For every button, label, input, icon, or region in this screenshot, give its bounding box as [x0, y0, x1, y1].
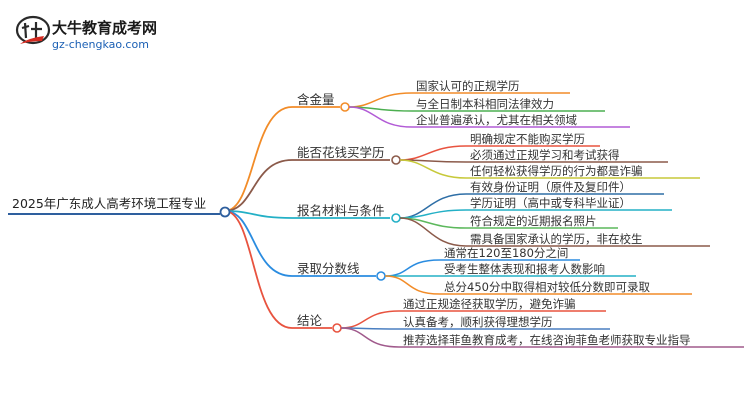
- leaf-connector: [399, 145, 467, 161]
- leaf-label: 需具备国家承认的学历，非在校生: [470, 232, 643, 246]
- logo-title: 大牛教育成考网: [52, 19, 158, 37]
- logo-mark: [14, 14, 52, 54]
- leaf-connector: [340, 327, 400, 348]
- leaf-label: 符合规定的近期报名照片: [470, 214, 597, 228]
- branch-connector: [224, 210, 293, 219]
- root-label: 2025年广东成人高考环境工程专业: [12, 196, 207, 211]
- leaf-label: 受考生整体表现和报考人数影响: [444, 262, 605, 276]
- leaf-label: 必须通过正规学习和考试获得: [470, 148, 620, 162]
- leaf-connector: [399, 217, 467, 247]
- leaf-connector: [340, 310, 400, 329]
- branch-node: [376, 271, 386, 281]
- leaf-label: 明确规定不能购买学历: [470, 132, 585, 146]
- leaf-label: 与全日制本科相同法律效力: [416, 97, 554, 111]
- branch-connector: [224, 210, 293, 329]
- leaf-label: 通过正规途径获取学历，避免诈骗: [403, 297, 576, 311]
- leaf-label: 企业普遍承认，尤其在相关领域: [416, 113, 577, 127]
- branch-connector: [224, 210, 293, 277]
- branch-label: 录取分数线: [297, 261, 360, 276]
- branch-label: 含金量: [297, 92, 335, 107]
- leaf-connector: [348, 106, 413, 128]
- leaf-label: 推荐选择菲鱼教育成考，在线咨询菲鱼老师获取专业指导: [403, 333, 691, 347]
- leaf-connector: [348, 92, 413, 108]
- branch-node: [391, 155, 401, 165]
- branch-connector: [224, 106, 293, 212]
- leaf-label: 任何轻松获得学历的行为都是诈骗: [470, 164, 643, 178]
- branch-node: [332, 323, 342, 333]
- leaf-label: 有效身份证明（原件及复印件）: [470, 180, 631, 194]
- leaf-label: 国家认可的正规学历: [416, 79, 520, 93]
- branch-label: 结论: [297, 313, 323, 328]
- leaf-connector: [399, 193, 467, 219]
- logo-url: gz-chengkao.com: [52, 38, 149, 51]
- leaf-connector: [384, 259, 441, 277]
- leaf-label: 认真备考，顺利获得理想学历: [403, 315, 553, 329]
- leaf-connector: [384, 275, 441, 295]
- leaf-label: 学历证明（高中或专科毕业证）: [470, 196, 631, 210]
- branch-connector: [224, 159, 293, 212]
- leaf-connector: [399, 209, 467, 219]
- branch-label: 报名材料与条件: [297, 203, 385, 218]
- branch-label: 能否花钱买学历: [297, 145, 385, 160]
- logo: 大牛教育成考网 gz-chengkao.com: [52, 20, 157, 52]
- branch-node: [391, 213, 401, 223]
- branch-node: [340, 102, 350, 112]
- leaf-connector: [399, 159, 467, 179]
- leaf-label: 总分450分中取得相对较低分数即可录取: [444, 280, 650, 294]
- root-node: [219, 206, 231, 218]
- leaf-label: 通常在120至180分之间: [444, 246, 569, 260]
